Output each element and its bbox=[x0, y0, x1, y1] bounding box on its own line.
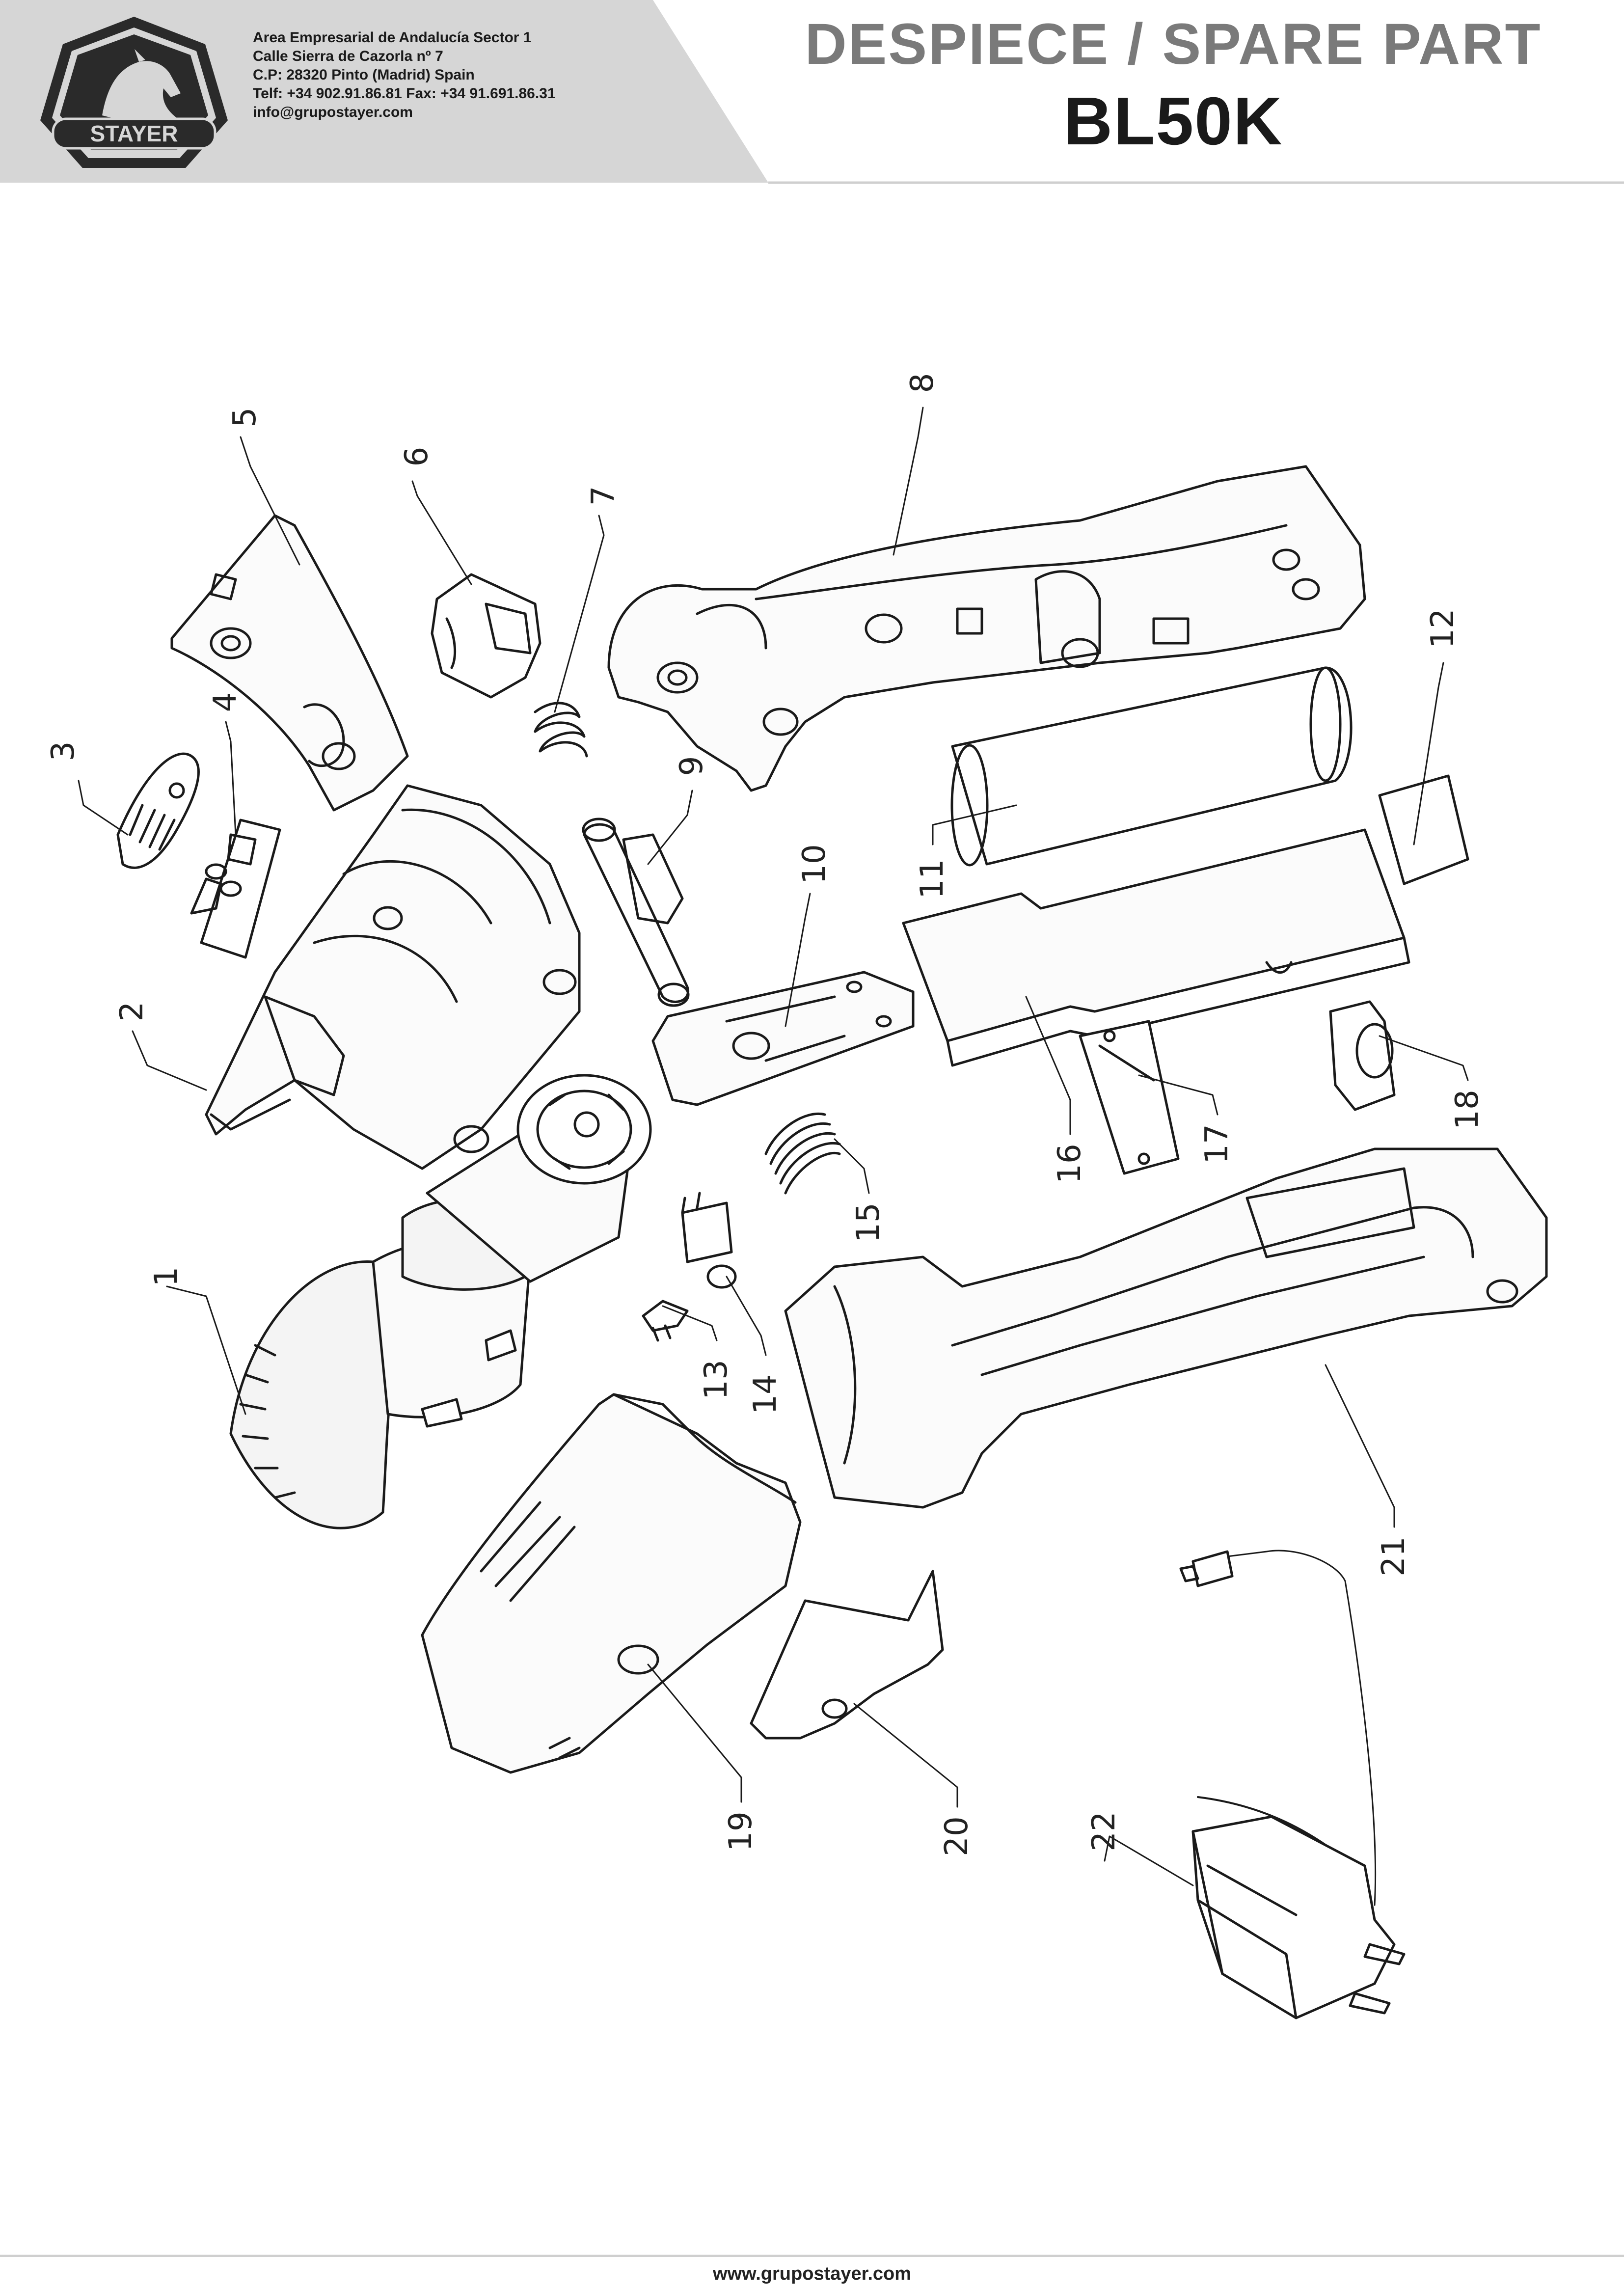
part-2-housing-cover bbox=[206, 786, 579, 1169]
callout-4: 4 bbox=[207, 692, 244, 712]
part-4-indicator-pcb bbox=[191, 820, 280, 957]
address-line-1: Area Empresarial de Andalucía Sector 1 bbox=[253, 29, 532, 46]
callout-1: 1 bbox=[148, 1267, 185, 1287]
callout-17: 17 bbox=[1199, 1124, 1235, 1164]
callout-10: 10 bbox=[796, 844, 833, 884]
callout-21: 21 bbox=[1376, 1536, 1412, 1576]
company-address: Area Empresarial de Andalucía Sector 1 C… bbox=[253, 28, 695, 122]
part-13-led bbox=[643, 1301, 687, 1340]
callout-8: 8 bbox=[904, 373, 941, 393]
phone-fax-line: Telf: +34 902.91.86.81 Fax: +34 91.691.8… bbox=[253, 85, 556, 102]
callout-2: 2 bbox=[114, 1002, 150, 1022]
part-14-charging-socket bbox=[682, 1193, 735, 1287]
part-15-spring bbox=[766, 1114, 839, 1193]
callout-3: 3 bbox=[45, 741, 81, 762]
callout-11: 11 bbox=[914, 859, 950, 899]
part-19-front-housing bbox=[422, 1394, 800, 1772]
part-3-indicator-cap bbox=[118, 754, 198, 868]
callout-7: 7 bbox=[585, 486, 622, 506]
part-20-trigger-cover bbox=[751, 1571, 943, 1738]
part-12-insulation-pad bbox=[1380, 776, 1468, 884]
callout-16: 16 bbox=[1052, 1144, 1088, 1183]
callout-13: 13 bbox=[698, 1360, 734, 1399]
footer-divider bbox=[0, 2255, 1624, 2257]
svg-text:STAYER: STAYER bbox=[90, 121, 178, 146]
part-17-switch-pcb bbox=[1080, 1021, 1178, 1173]
part-9-pivot-lock bbox=[583, 819, 688, 1006]
model-code: BL50K bbox=[1063, 83, 1283, 159]
callout-22: 22 bbox=[1086, 1811, 1122, 1851]
address-line-2: Calle Sierra de Cazorla nº 7 bbox=[253, 48, 443, 64]
callout-18: 18 bbox=[1449, 1090, 1486, 1129]
part-21-handle-housing bbox=[785, 1149, 1546, 1507]
callout-9: 9 bbox=[674, 756, 710, 776]
callout-5: 5 bbox=[227, 408, 263, 428]
callout-19: 19 bbox=[723, 1811, 759, 1851]
part-1-motor-gearbox bbox=[231, 1075, 650, 1528]
callout-12: 12 bbox=[1425, 608, 1461, 648]
part-5-rear-cover bbox=[172, 516, 407, 810]
callout-leaders bbox=[78, 407, 1469, 1886]
part-22-charger bbox=[1181, 1551, 1404, 2018]
callout-15: 15 bbox=[850, 1202, 887, 1242]
part-16-battery-holder bbox=[903, 830, 1409, 1065]
callout-6: 6 bbox=[399, 447, 435, 467]
part-6-direction-switch bbox=[432, 574, 540, 697]
address-line-3: C.P: 28320 Pinto (Madrid) Spain bbox=[253, 67, 475, 83]
callout-20: 20 bbox=[939, 1816, 975, 1856]
email-line: info@grupostayer.com bbox=[253, 104, 413, 120]
callout-labels: 1 2 3 4 5 6 7 8 9 10 11 12 13 14 15 16 1… bbox=[45, 373, 1486, 1856]
part-10-pivot-plate bbox=[653, 972, 913, 1105]
part-18-trigger-switch bbox=[1330, 1002, 1394, 1110]
part-11-battery-cell bbox=[952, 668, 1351, 865]
part-7-spring bbox=[535, 703, 587, 756]
footer-website: www.grupostayer.com bbox=[712, 2263, 912, 2284]
page-title: DESPIECE / SPARE PART bbox=[805, 12, 1542, 77]
stayer-logo: STAYER bbox=[38, 15, 230, 172]
callout-14: 14 bbox=[747, 1374, 784, 1414]
